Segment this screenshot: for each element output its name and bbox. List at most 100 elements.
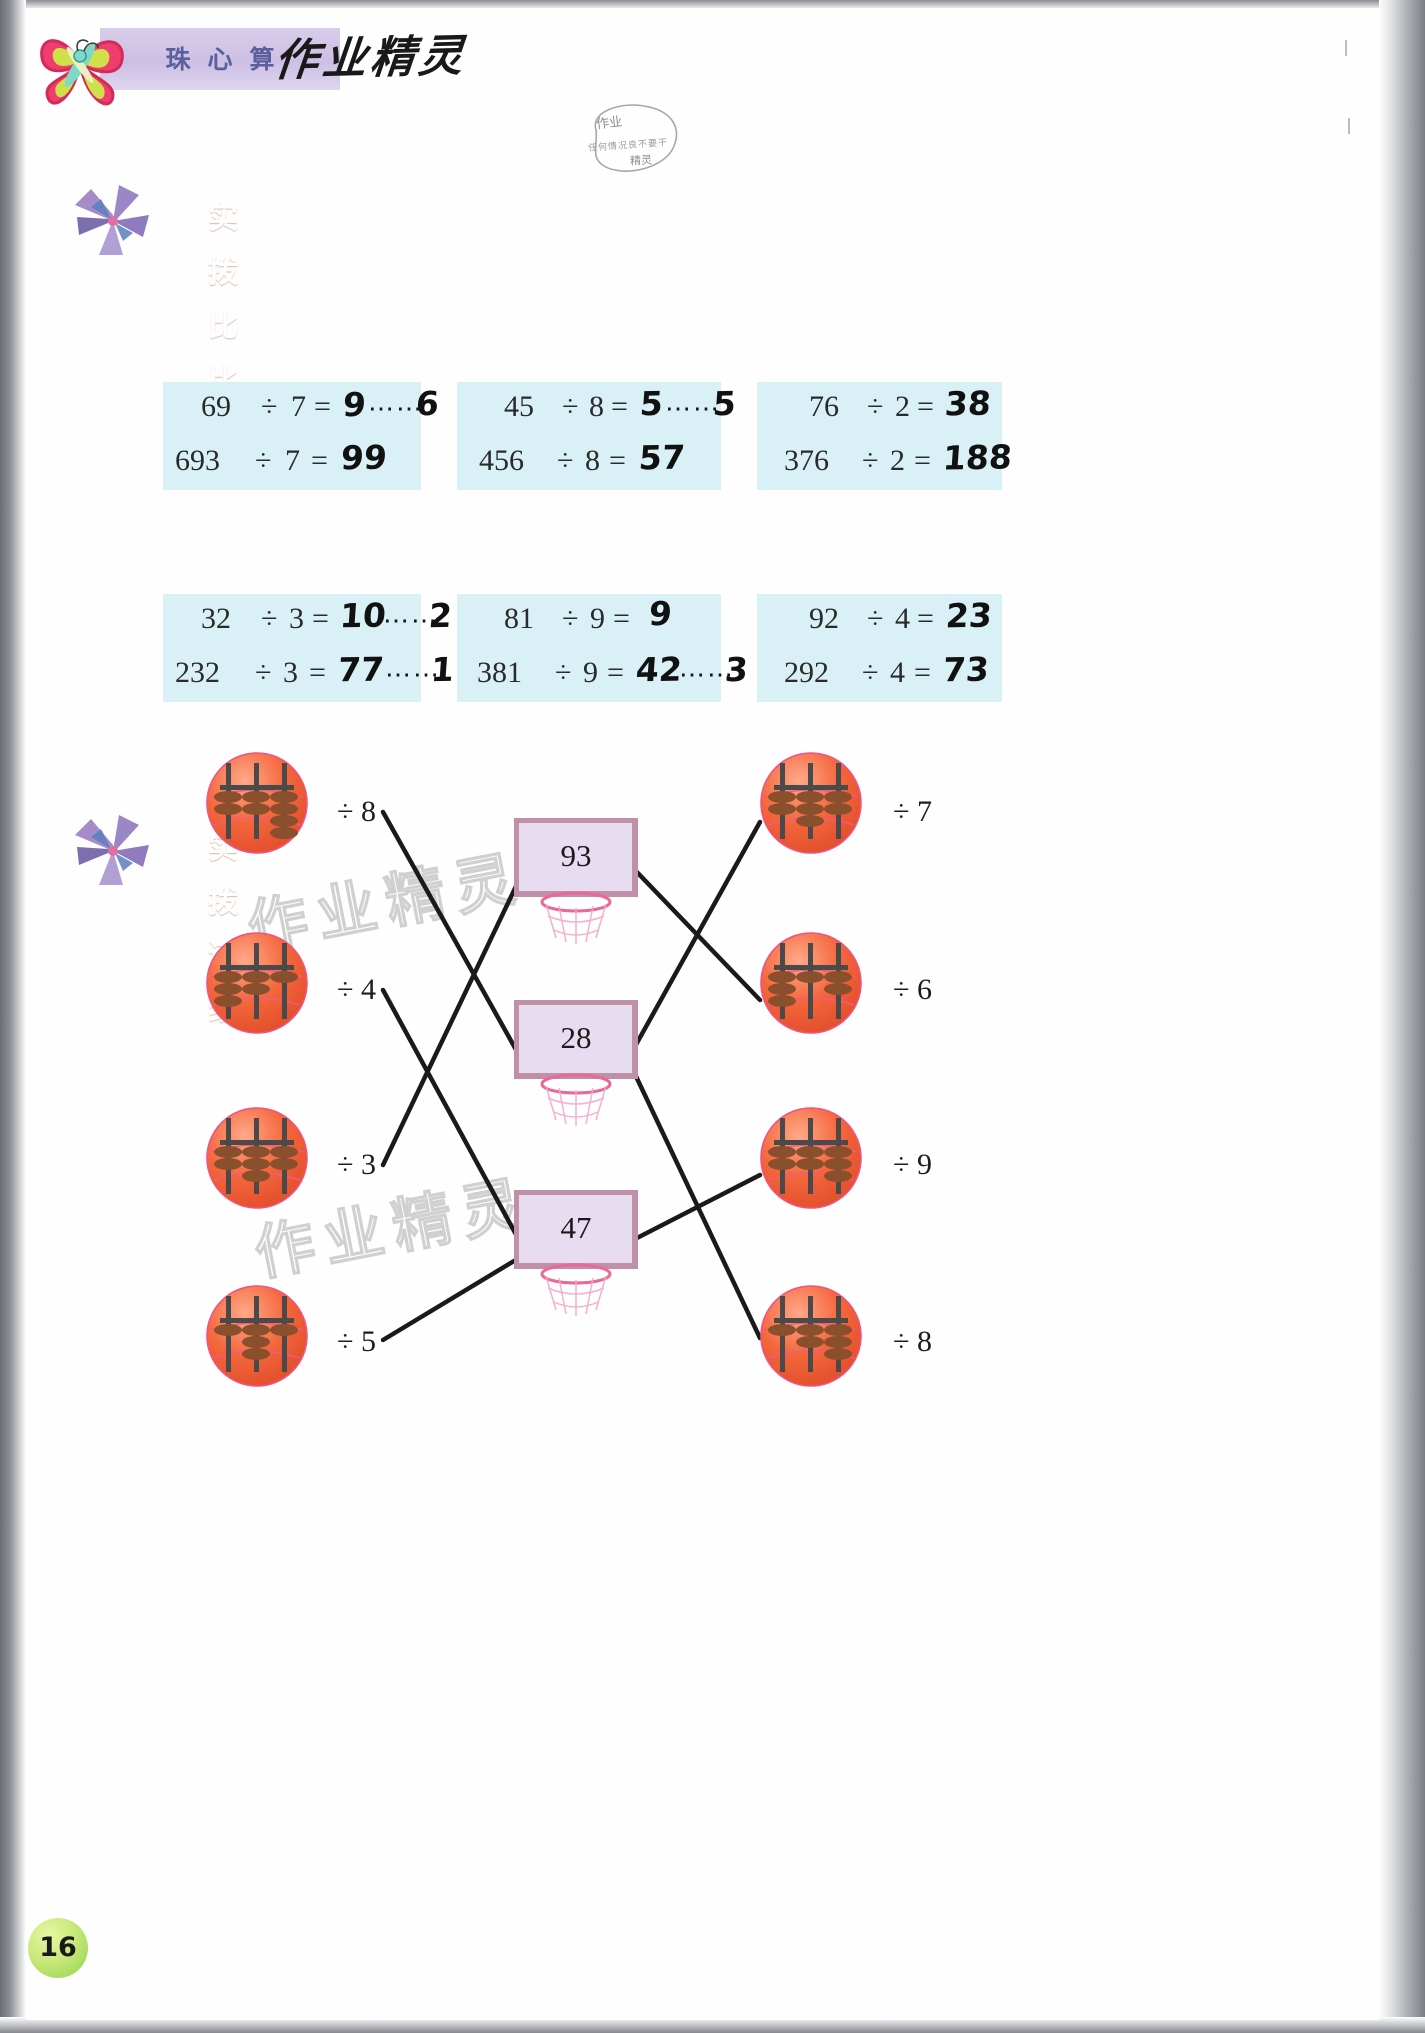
exercise-row: 381 ÷ 9 = 42 ⋯⋯ 3 [457, 648, 749, 702]
operator: ÷ [555, 656, 572, 689]
dividend: 693 [175, 444, 220, 477]
section-header-compare: 实拨比比 [60, 185, 360, 398]
inkstamp-icon [594, 104, 678, 172]
dividend: 69 [201, 390, 231, 423]
operator: ÷ [261, 602, 278, 635]
pinwheel-icon [75, 815, 149, 885]
divisor-label-right-3: ÷ 9 [893, 1148, 932, 1181]
remainder-dots: ⋯⋯ [368, 394, 424, 423]
equals-sign: = [311, 444, 328, 477]
quotient-answer[interactable]: 57 [637, 437, 687, 478]
dividend: 81 [504, 602, 534, 635]
exercise-row: 376 ÷ 2 = 188 [757, 436, 1013, 490]
exercise-row: 76 ÷ 2 = 38 [757, 382, 1002, 436]
basketball-hoop-1 [514, 818, 638, 944]
abacus-ball-left-3 [206, 1107, 308, 1209]
abacus-ball-right-1 [760, 752, 862, 854]
abacus-ball-right-3 [760, 1107, 862, 1209]
quotient-answer[interactable]: 73 [941, 649, 991, 690]
dividend: 456 [479, 444, 524, 477]
remainder-dots: ⋯⋯ [679, 660, 735, 689]
divisor: 2 [895, 390, 910, 423]
divisor: 3 [283, 656, 298, 689]
remainder-answer[interactable]: 2 [427, 595, 454, 636]
quotient-answer[interactable]: 10 [338, 595, 388, 636]
abacus-ball-left-4 [206, 1285, 308, 1387]
divisor: 4 [895, 602, 910, 635]
hoop-value-3: 47 [560, 1210, 592, 1245]
equals-sign: = [914, 656, 931, 689]
quotient-answer[interactable]: 188 [941, 437, 1014, 478]
exercise-box: 32 ÷ 3 = 10 ⋯⋯ 2 232 ÷ 3 = 77 ⋯⋯ 1 [163, 594, 455, 702]
page-number: 16 [39, 1932, 77, 1963]
exercise-row: 292 ÷ 4 = 73 [757, 648, 1002, 702]
dividend: 45 [504, 390, 534, 423]
quotient-answer[interactable]: 77 [336, 649, 386, 690]
page-edge-left [0, 0, 26, 2033]
quotient-answer[interactable]: 42 [634, 649, 684, 690]
equals-sign: = [312, 602, 329, 635]
divisor: 8 [589, 390, 604, 423]
basketball-hoop-2 [514, 1000, 638, 1126]
equals-sign: = [607, 656, 624, 689]
divisor-label-left-3: ÷ 3 [337, 1148, 376, 1181]
divisor-label-right-2: ÷ 6 [893, 973, 932, 1006]
registration-mark [1345, 40, 1347, 56]
page-edge-top [0, 0, 1425, 10]
butterfly-icon [40, 39, 124, 106]
divisor: 7 [285, 444, 300, 477]
divisor: 8 [585, 444, 600, 477]
operator: ÷ [562, 390, 579, 423]
operator: ÷ [255, 444, 272, 477]
equals-sign: = [611, 390, 628, 423]
divisor: 9 [583, 656, 598, 689]
hoop-value-2: 28 [560, 1020, 592, 1055]
remainder-answer[interactable]: 6 [414, 383, 441, 424]
equals-sign: = [309, 656, 326, 689]
subject-badge-label: 珠心算 [165, 45, 292, 74]
exercise-box: 45 ÷ 8 = 5 ⋯⋯ 5 456 ÷ 8 = 57 [457, 382, 737, 490]
exercise-row: 232 ÷ 3 = 77 ⋯⋯ 1 [163, 648, 455, 702]
hoop-value-1: 93 [560, 838, 592, 873]
divisor-label-left-2: ÷ 4 [337, 973, 376, 1006]
registration-mark [1348, 118, 1350, 134]
quotient-answer[interactable]: 9 [647, 593, 674, 634]
remainder-answer[interactable]: 1 [429, 649, 456, 690]
operator: ÷ [862, 444, 879, 477]
operator: ÷ [557, 444, 574, 477]
exercise-box: 81 ÷ 9 = 9 381 ÷ 9 = 42 ⋯⋯ 3 [457, 593, 749, 702]
quotient-answer[interactable]: 99 [339, 437, 389, 478]
equals-sign: = [613, 602, 630, 635]
equals-sign: = [314, 390, 331, 423]
quotient-answer[interactable]: 23 [944, 595, 994, 636]
divisor: 9 [590, 602, 605, 635]
brush-title: 作业精灵 [271, 30, 470, 87]
section-title-compare: 实拨比比 [208, 201, 243, 398]
divisor-label-left-1: ÷ 8 [337, 795, 376, 828]
subject-badge-background [100, 28, 340, 90]
divisor-label-right-4: ÷ 8 [893, 1325, 932, 1358]
exercise-box: 92 ÷ 4 = 23 292 ÷ 4 = 73 [757, 594, 1002, 702]
quotient-answer[interactable]: 9 [341, 384, 368, 425]
operator: ÷ [255, 656, 272, 689]
dividend: 381 [477, 656, 522, 689]
exercise-row: 693 ÷ 7 = 99 [163, 436, 421, 490]
remainder-dots: ⋯⋯ [665, 394, 721, 423]
exercise-box: 76 ÷ 2 = 38 376 ÷ 2 = 188 [757, 382, 1013, 490]
remainder-answer[interactable]: 3 [723, 649, 750, 690]
quotient-answer[interactable]: 5 [638, 383, 665, 424]
remainder-dots: ⋯⋯ [383, 606, 439, 635]
stamp-text-line3: 精灵 [629, 153, 653, 168]
exercise-box: 69 ÷ 7 = 9 ⋯⋯ 6 693 ÷ 7 = 99 [163, 382, 440, 490]
remainder-answer[interactable]: 5 [711, 383, 738, 424]
operator: ÷ [862, 656, 879, 689]
operator: ÷ [261, 390, 278, 423]
divisor-label-left-4: ÷ 5 [337, 1325, 376, 1358]
page-edge-right [1379, 0, 1425, 2033]
exercise-row: 92 ÷ 4 = 23 [757, 594, 1002, 648]
equals-sign: = [609, 444, 626, 477]
dividend: 92 [809, 602, 839, 635]
quotient-answer[interactable]: 38 [943, 383, 993, 424]
operator: ÷ [562, 602, 579, 635]
